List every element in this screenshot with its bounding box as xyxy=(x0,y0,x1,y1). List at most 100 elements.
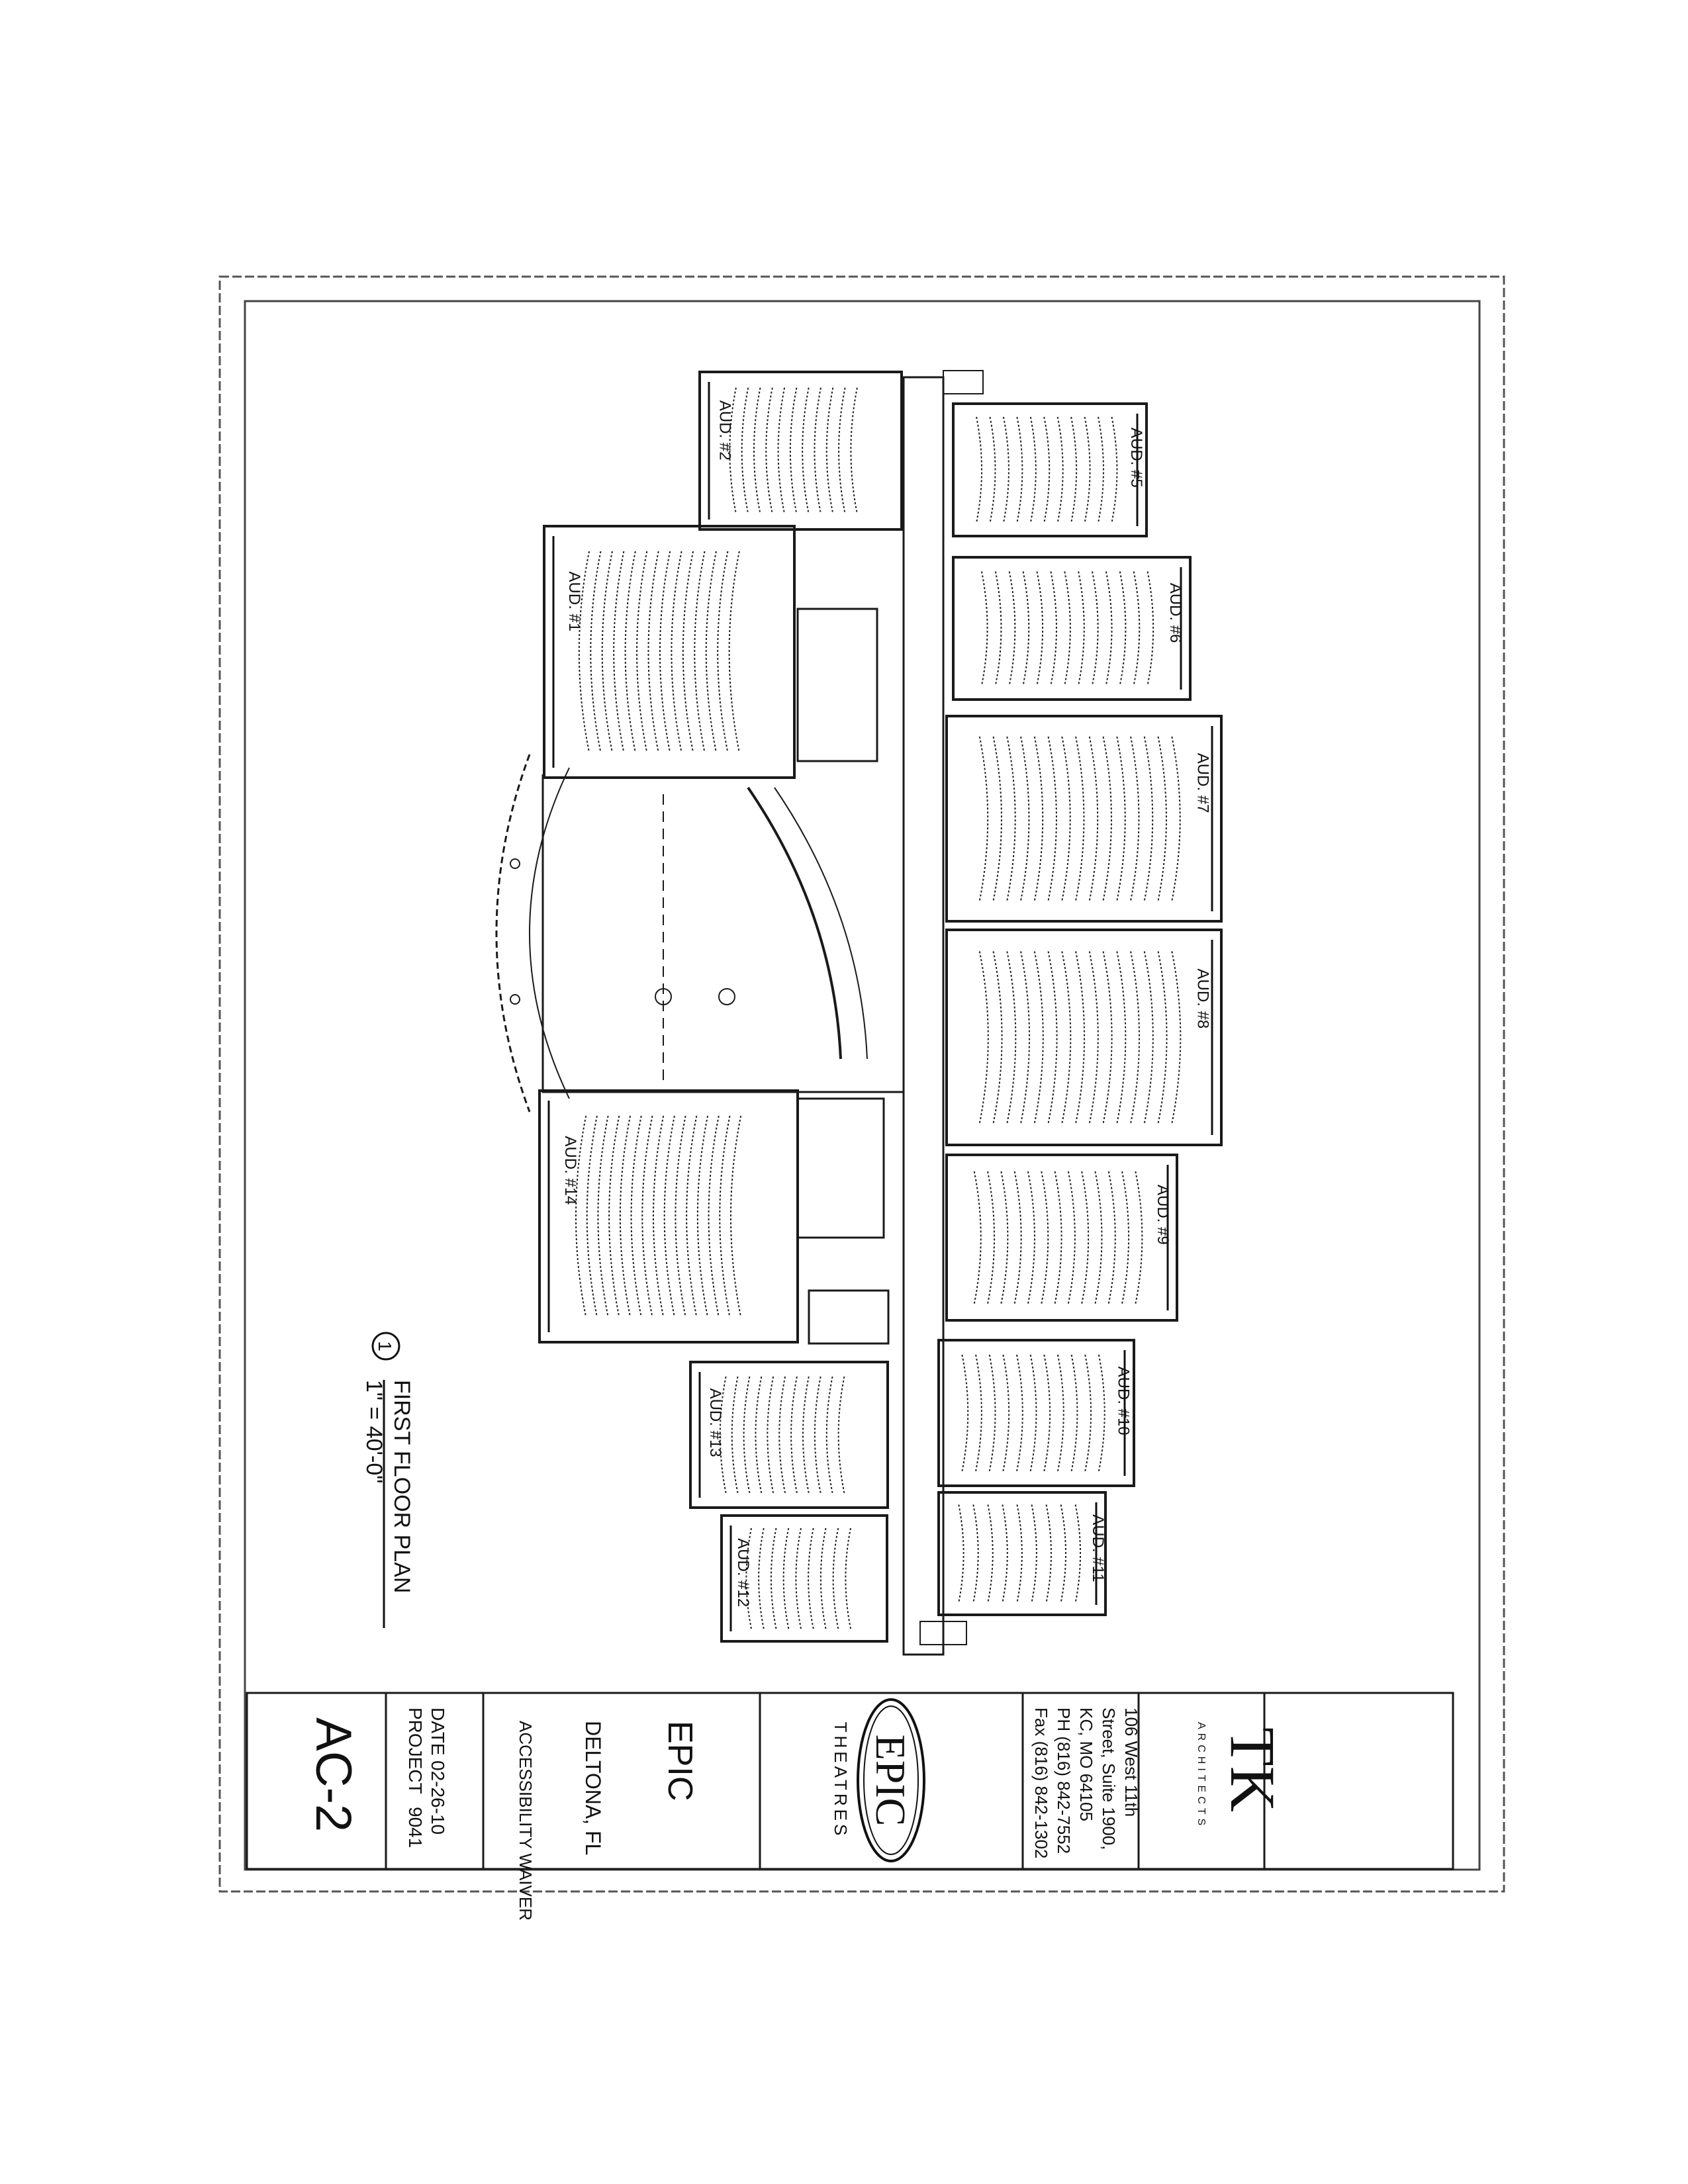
date-value: 02-26-10 xyxy=(428,1760,448,1835)
seat-row xyxy=(1020,736,1030,901)
seat-row xyxy=(1070,1354,1078,1472)
logo-word: EPIC xyxy=(867,1735,914,1827)
seat-row xyxy=(1084,1354,1092,1472)
seat-row xyxy=(973,1171,982,1304)
auditorium-aud-5: AUD. #5 xyxy=(952,402,1148,537)
outer-border xyxy=(218,275,1505,1893)
seat-row xyxy=(850,387,858,514)
seat-row xyxy=(1033,951,1044,1124)
service-room xyxy=(808,1289,890,1345)
auditorium-wall xyxy=(720,1514,888,1643)
plan-title: FIRST FLOOR PLAN xyxy=(389,1380,414,1593)
seat-row xyxy=(719,1115,731,1318)
seat-row xyxy=(1098,416,1104,523)
auditorium-label: AUD. #8 xyxy=(1194,969,1212,1029)
seat-row xyxy=(1022,571,1030,686)
auditorium-wall xyxy=(945,929,1223,1146)
seat-row xyxy=(958,1504,964,1603)
seat-row xyxy=(653,1115,665,1318)
column-marker xyxy=(510,994,520,1005)
seat-row xyxy=(728,551,740,753)
seat-row xyxy=(1033,736,1044,901)
seat-row xyxy=(675,1115,686,1318)
seat-row xyxy=(1045,1504,1052,1603)
auditorium-aud-7: AUD. #7 xyxy=(945,715,1223,923)
architect-mark: TK xyxy=(1217,1727,1288,1812)
seat-row xyxy=(663,1115,675,1318)
seat-row xyxy=(755,1376,763,1494)
seat-row xyxy=(789,387,798,514)
seat-row xyxy=(753,387,761,514)
seat-row xyxy=(686,1115,698,1318)
auditorium-label: AUD. #7 xyxy=(1194,753,1212,813)
seat-row xyxy=(1008,571,1016,686)
entry-glazing xyxy=(529,767,570,1099)
seat-row xyxy=(978,951,989,1124)
seat-row xyxy=(730,1115,742,1318)
seat-row xyxy=(1043,416,1051,523)
seat-row xyxy=(770,1527,777,1629)
seat-row xyxy=(1064,571,1071,686)
seat-row xyxy=(1143,736,1154,901)
seat-row xyxy=(1157,951,1168,1124)
seat-row xyxy=(790,1376,798,1494)
seat-row xyxy=(717,551,729,753)
seat-row xyxy=(741,387,749,514)
auditorium-wall xyxy=(698,371,903,531)
seat-row xyxy=(590,551,602,753)
project-subtitle: ACCESSIBILITY WAIVER xyxy=(516,1721,536,1921)
column-marker xyxy=(718,988,735,1005)
seat-row xyxy=(1119,571,1127,686)
seat-row xyxy=(1157,736,1167,901)
seat-row xyxy=(1171,736,1181,901)
address-line: KC, MO 64105 xyxy=(1076,1707,1096,1821)
seat-row xyxy=(1075,951,1086,1124)
architect-subtitle: ARCHITECTS xyxy=(1196,1722,1207,1829)
seat-row xyxy=(1016,1504,1023,1603)
seat-row xyxy=(1074,1504,1081,1603)
seat-row xyxy=(814,1376,821,1494)
seat-row xyxy=(802,387,810,514)
entry-canopy xyxy=(495,754,531,1113)
stair-south xyxy=(919,1621,967,1645)
seat-row xyxy=(978,736,989,901)
epic-theatres-logo: EPIC THEATRES xyxy=(831,1698,925,1862)
seat-row xyxy=(705,551,717,753)
seat-row xyxy=(694,551,706,753)
auditorium-aud-1: AUD. #1 xyxy=(543,525,796,779)
seat-row xyxy=(795,1527,802,1629)
auditorium-aud-8: AUD. #8 xyxy=(945,929,1223,1146)
seat-row xyxy=(1143,951,1154,1124)
auditorium-label: AUD. #6 xyxy=(1166,583,1184,643)
seat-row xyxy=(1020,951,1031,1124)
seat-row xyxy=(820,1527,827,1629)
seat-row xyxy=(647,551,659,753)
seat-row xyxy=(825,387,834,514)
seat-row xyxy=(825,1376,833,1494)
auditorium-wall xyxy=(937,1491,1107,1616)
project-value: 9041 xyxy=(405,1807,426,1848)
seat-row xyxy=(992,951,1003,1124)
sheet-number: AC-2 xyxy=(305,1717,361,1832)
seat-row xyxy=(1107,1171,1116,1304)
date-label: DATE xyxy=(428,1707,448,1756)
seat-row xyxy=(1016,416,1023,523)
seat-row xyxy=(814,387,821,514)
seat-row xyxy=(1013,1171,1022,1304)
seat-row xyxy=(659,551,671,753)
seat-row xyxy=(671,551,682,753)
seat-row xyxy=(837,1376,845,1494)
seat-row xyxy=(767,1376,774,1494)
logo-subtitle: THEATRES xyxy=(831,1722,851,1839)
seat-row xyxy=(708,1115,720,1318)
auditorium-label: AUD. #12 xyxy=(734,1538,752,1607)
project-name: EPIC xyxy=(661,1721,699,1801)
seat-row xyxy=(1000,1171,1009,1304)
seat-row xyxy=(1006,736,1016,901)
seat-row xyxy=(1027,1171,1035,1304)
seat-row xyxy=(1094,1171,1103,1304)
seat-row xyxy=(641,1115,653,1318)
seat-row xyxy=(624,551,636,753)
